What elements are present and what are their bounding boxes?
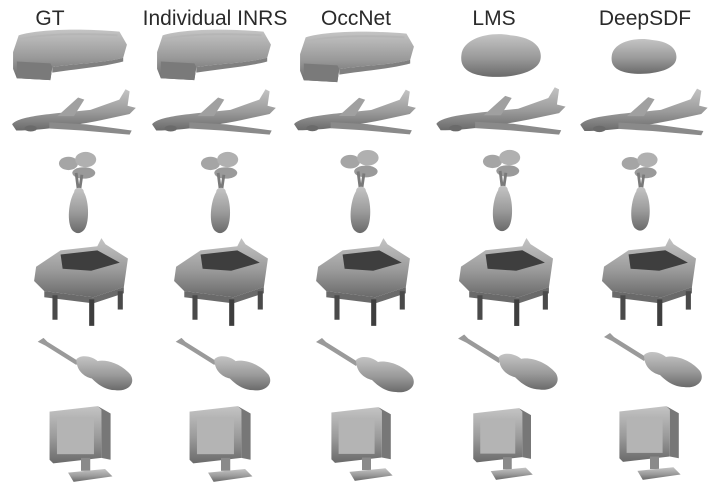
column-header-occnet: OccNet (320, 7, 391, 30)
shape-guitar-gt (37, 337, 133, 391)
shape-airplane-gt (12, 89, 136, 135)
column-header-lms: LMS (472, 7, 516, 30)
shape-sofa-occnet (299, 30, 415, 84)
shape-guitar-occnet (316, 338, 414, 393)
shape-guitar-deepsdf (604, 333, 702, 388)
shape-vase-deepsdf (620, 151, 659, 233)
shape-sofa-individual-inrs (156, 28, 272, 82)
shape-guitar-individual-inrs (175, 337, 271, 391)
shape-vase-individual-inrs (199, 150, 240, 235)
shape-piano-lms (458, 238, 554, 326)
shape-piano-gt (34, 238, 128, 326)
shape-piano-deepsdf (601, 238, 697, 326)
shape-airplane-deepsdf (580, 88, 708, 136)
shape-monitor-individual-inrs (189, 406, 253, 482)
shape-airplane-individual-inrs (152, 89, 276, 135)
shape-vase-gt (57, 150, 98, 235)
shape-guitar-lms (458, 334, 558, 390)
column-header-deepsdf: DeepSDF (598, 7, 692, 30)
shape-monitor-occnet (331, 407, 393, 481)
shape-vase-occnet (338, 148, 381, 235)
shape-sofa-gt (12, 28, 128, 82)
column-header-individual-inrs: Individual INRS (142, 7, 288, 30)
shape-monitor-deepsdf (619, 406, 681, 480)
shape-vase-lms (481, 148, 522, 233)
shape-airplane-occnet (294, 89, 416, 135)
shape-monitor-gt (49, 406, 113, 482)
column-header-gt: GT (35, 7, 65, 30)
shape-sofa-deepsdf (611, 39, 677, 74)
shape-piano-individual-inrs (174, 238, 268, 326)
shape-piano-occnet (316, 238, 410, 326)
shape-monitor-lms (473, 408, 533, 480)
shape-airplane-lms (436, 87, 566, 135)
shape-sofa-lms (461, 34, 541, 77)
